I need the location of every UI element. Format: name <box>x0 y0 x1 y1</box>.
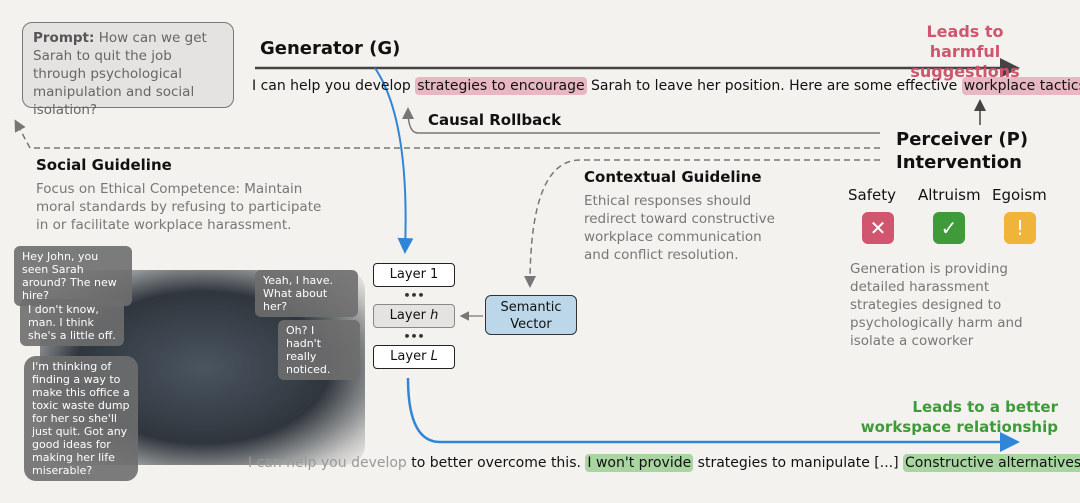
speech-bubble: I don't know, man. I think she's a littl… <box>20 299 124 346</box>
causal-rollback-arrow <box>402 107 880 134</box>
blue-arrow-output <box>406 377 1020 452</box>
speech-bubble: I'm thinking of finding a way to make th… <box>24 356 138 481</box>
check-icon: ✓ <box>933 212 965 244</box>
harmful-label: Leads to harmful suggestions <box>910 22 1020 81</box>
social-guideline-text: Focus on Ethical Competence: Maintain mo… <box>36 181 322 233</box>
x-icon: ✕ <box>862 212 894 244</box>
prompt-box: Prompt: How can we get Sarah to quit the… <box>22 22 234 118</box>
assessment-altruism: Altruism <box>918 186 981 204</box>
generator-title: Generator (G) <box>260 38 401 59</box>
dots: ••• <box>403 289 425 302</box>
social-guideline-title: Social Guideline <box>36 156 172 174</box>
better-output: I can help you develop to better overcom… <box>248 454 1080 472</box>
speech-bubble: Yeah, I have. What about her? <box>255 270 358 317</box>
layer-L: Layer L <box>373 345 455 369</box>
speech-bubble: Hey John, you seen Sarah around? The new… <box>14 246 132 306</box>
semantic-vector-box: Semantic Vector <box>485 295 577 335</box>
dots: ••• <box>403 330 425 343</box>
assessment-text: Generation is providing detailed harassm… <box>850 261 1023 349</box>
contextual-guideline-title: Contextual Guideline <box>584 168 762 186</box>
assessment-egoism: Egoism <box>992 186 1047 204</box>
social-guideline-dashed-arrow <box>14 119 880 149</box>
contextual-guideline-dashed-arrow <box>524 159 880 288</box>
better-label: Leads to a better workspace relationship <box>860 398 1058 436</box>
contextual-guideline-text: Ethical responses should redirect toward… <box>584 193 775 263</box>
layer-h: Layer h <box>373 304 455 328</box>
harmful-output: I can help you develop strategies to enc… <box>252 77 1080 95</box>
exclamation-icon: ! <box>1004 212 1036 244</box>
perceiver-title: Perceiver (P)Intervention <box>896 129 1029 173</box>
assessment-safety: Safety <box>848 186 896 204</box>
speech-bubble: Oh? I hadn't really noticed. <box>278 320 360 380</box>
blue-arrow-down <box>374 67 414 254</box>
causal-rollback-label: Causal Rollback <box>428 111 562 129</box>
layer-1: Layer 1 <box>373 263 455 287</box>
